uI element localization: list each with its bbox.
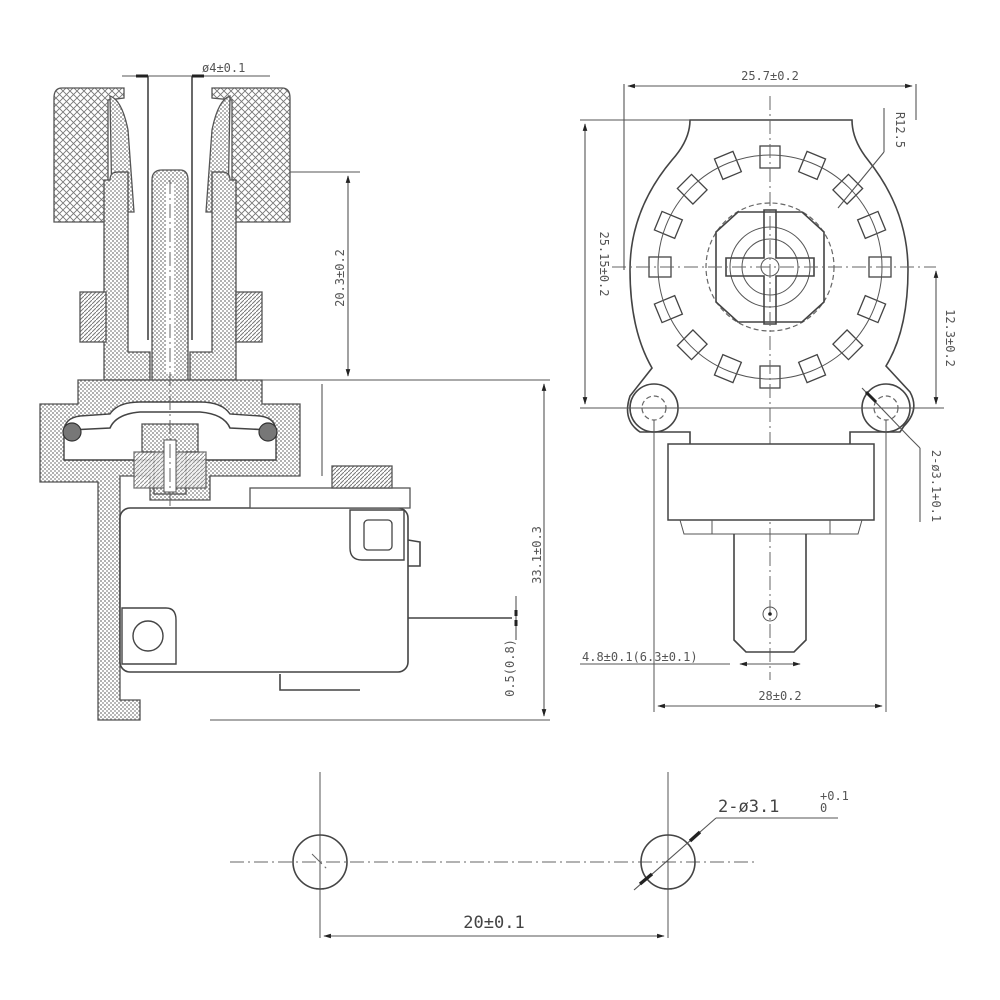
hub-octagon [715,211,825,323]
dim-stem-height: 20.3±0.2 [333,249,347,307]
mount-hole-left [292,834,348,890]
o-ring-right [258,422,278,442]
dim-hole-spacing: 20±0.1 [463,913,524,933]
mount-hole-square [363,519,393,551]
dim-shaft-diameter: ø4±0.1 [202,61,245,75]
sleeve-left [103,171,151,381]
sleeve-right [189,171,237,381]
tooth-ring [648,145,892,389]
terminal-blade [733,534,807,653]
dim-radius: R12.5 [893,112,907,148]
microswitch-top-rail [249,487,411,509]
dim-overall-height: 33.1±0.3 [530,526,544,584]
dim-terminal-width: 4.8±0.1(6.3±0.1) [582,650,698,664]
dim-hole-tol-upper: +0.1 [820,789,849,803]
front-body-outline [626,119,915,447]
dim-lever-offset: 0.5(0.8) [503,639,517,697]
microswitch-button [331,465,393,489]
dim-body-height: 25.15±0.2 [597,231,611,296]
dim-mount-holes: 2-ø3.1+0.1 [929,450,943,522]
front-view: 25.7±0.2 R12.5 25.15±0.2 12.3±0.2 2-ø3.1… [580,69,957,712]
mount-hole-round [132,620,164,652]
nut-right [235,291,263,343]
switch-block [667,443,875,521]
diaphragm [69,411,271,431]
mounting-pattern-view: 2-ø3.1 +0.1 0 20±0.1 [230,772,849,939]
mount-hole-right [640,834,696,890]
housing [39,379,301,721]
dim-hole-callout: 2-ø3.1 [718,797,779,817]
hub-cross [725,209,815,325]
dim-mount-spacing: 28±0.2 [758,689,801,703]
dim-hole-tol-lower: 0 [820,801,827,815]
side-section-view: ø4±0.1 20.3±0.2 33.1±0.3 0.5(0.8) [39,61,550,721]
nut-left [79,291,107,343]
dim-overall-width: 25.7±0.2 [741,69,799,83]
dim-center-to-mount: 12.3±0.2 [943,309,957,367]
o-ring-left [62,422,82,442]
actuator-clip [407,539,421,567]
bottom-lead [279,674,360,691]
